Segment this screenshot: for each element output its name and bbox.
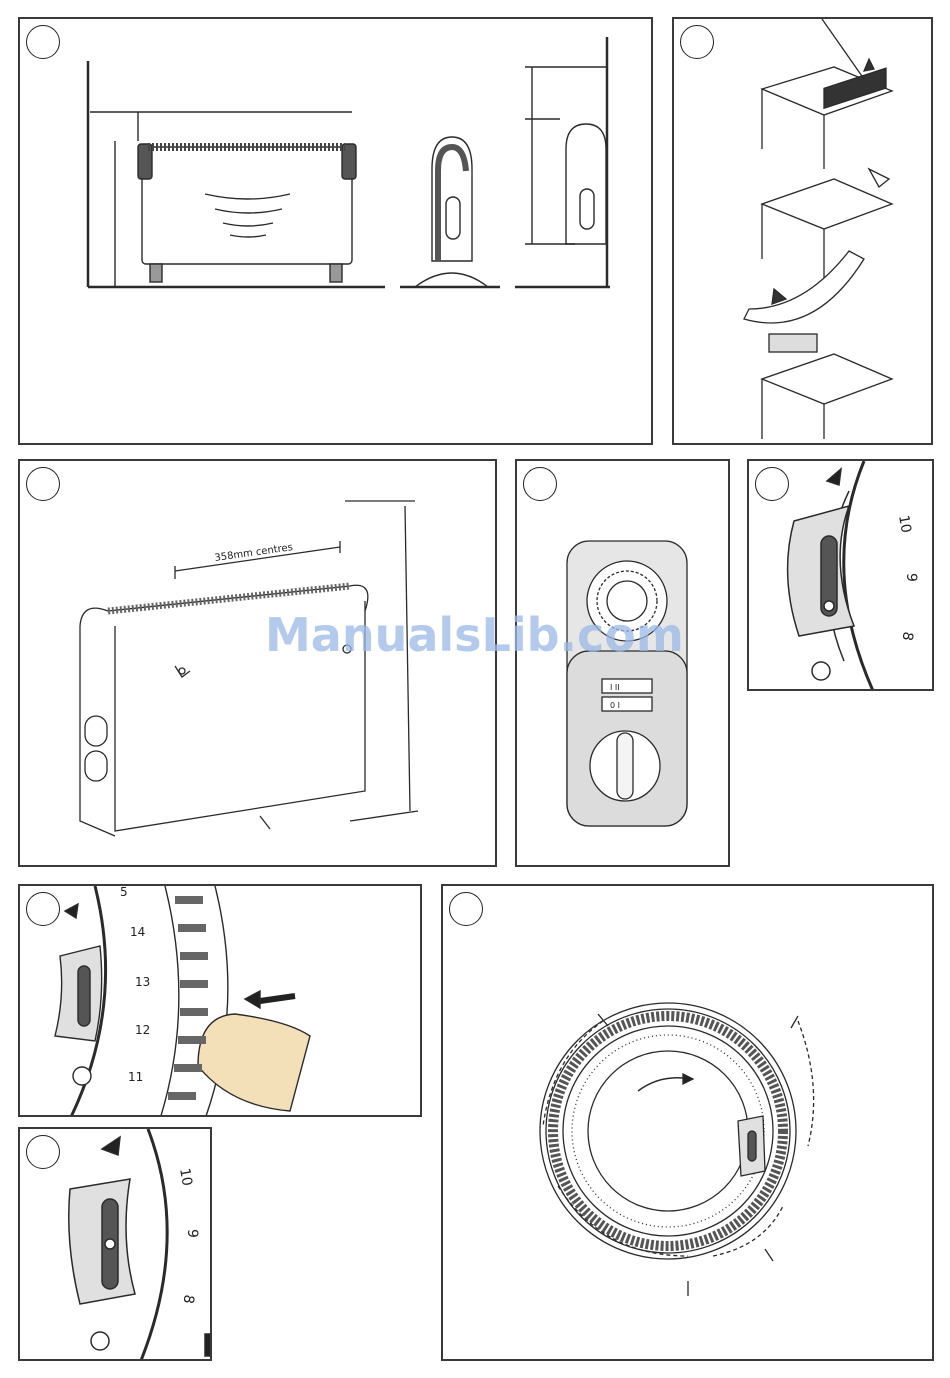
panel-5-dial-detail: 10 9 8 [747, 459, 934, 691]
dial-number-10: 10 [176, 1167, 195, 1187]
panel-7-dial-override: 10 9 8 [18, 1127, 212, 1361]
panel-2-feet-assembly [672, 17, 933, 445]
dial-number-9: 9 [184, 1229, 200, 1238]
dial-number-8: 8 [899, 630, 916, 642]
panel-1-clearances [18, 17, 653, 445]
feet-assembly-diagram [674, 19, 933, 445]
panel-4-control-panel: I II 0 I [515, 459, 730, 867]
watermark: ManualsLib.com [265, 608, 684, 662]
switch-label-2: 0 I [610, 701, 620, 710]
panel-3-wall-mounting: 358mm centres [18, 459, 497, 867]
panel-6-setting-segments: 5 14 13 12 11 [18, 884, 422, 1117]
dial-number-5: 5 [120, 886, 128, 899]
dial-override-diagram: 10 9 8 [20, 1129, 212, 1361]
panel-8-timer-dial [441, 884, 934, 1361]
wall-mounting-diagram: 358mm centres [20, 461, 497, 867]
clearance-diagram [20, 19, 653, 445]
dial-number-8: 8 [180, 1293, 197, 1305]
dial-number-9: 9 [903, 573, 919, 582]
dial-number-10: 10 [895, 514, 914, 534]
timer-dial-diagram [443, 886, 934, 1361]
dial-number-14: 14 [130, 925, 145, 939]
switch-label-1: I II [610, 683, 620, 692]
dial-number-13: 13 [135, 975, 150, 989]
control-panel-diagram: I II 0 I [517, 461, 730, 867]
dial-number-12: 12 [135, 1023, 150, 1037]
dial-detail-diagram: 10 9 8 [749, 461, 934, 691]
dimension-label: 358mm centres [214, 542, 294, 564]
dial-number-11: 11 [128, 1070, 143, 1084]
setting-segments-diagram: 5 14 13 12 11 [20, 886, 422, 1117]
